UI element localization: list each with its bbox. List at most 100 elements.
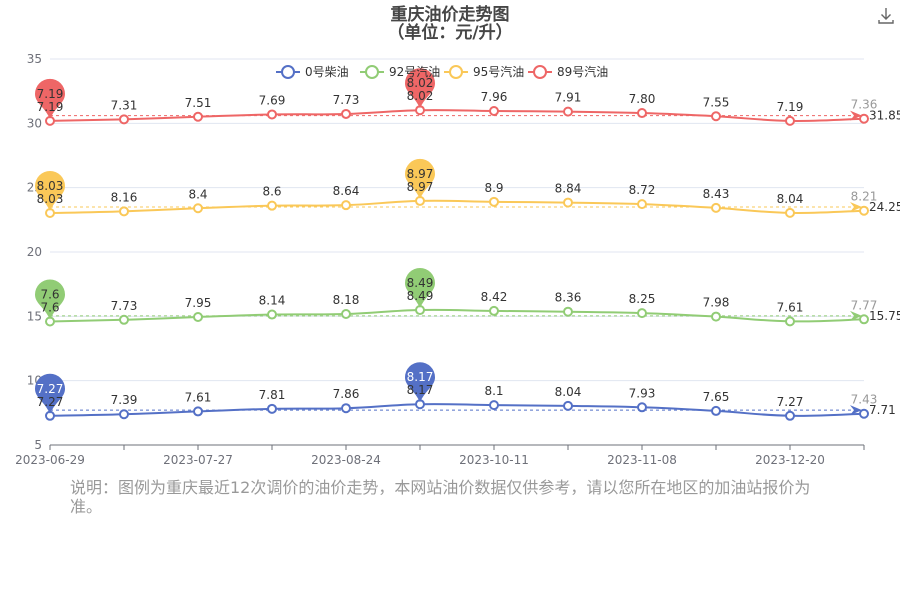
y-tick-label: 30 [27,116,42,130]
data-label: 8.25 [629,292,656,306]
data-label: 8.17 [407,383,434,397]
data-label: 7.19 [37,100,64,114]
data-point [489,196,499,207]
chart-subtitle: （单位：元/升） [387,22,512,43]
data-label: 7.61 [185,390,212,404]
x-tick-label: 2023-11-08 [607,453,677,467]
data-point [267,109,277,120]
x-tick-label: 2023-07-27 [163,453,233,467]
legend-item[interactable]: 92号汽油 [360,64,440,79]
data-point [267,200,277,211]
series [35,68,869,421]
data-point [563,106,573,117]
average-line-arrow [850,310,862,321]
data-point [637,402,647,413]
x-tick-label: 2023-08-24 [311,453,381,467]
download-icon[interactable] [876,6,896,26]
data-point [711,111,721,122]
data-point [341,108,351,119]
data-point [563,197,573,208]
data-label: 7.43 [851,393,878,407]
max-pin-label: 8.17 [407,370,434,384]
data-label: 7.31 [111,98,138,112]
data-point [859,408,869,419]
data-label: 7.73 [333,93,360,107]
data-point [119,409,129,420]
average-line-arrow [850,110,862,121]
data-point [193,203,203,214]
data-point [711,405,721,416]
data-label: 7.65 [703,390,730,404]
data-label: 7.93 [629,386,656,400]
data-point [637,108,647,119]
data-point [785,115,795,126]
y-tick-label: 35 [27,52,42,66]
data-point [341,200,351,211]
data-label: 7.95 [185,296,212,310]
data-label: 7.27 [37,395,64,409]
min-pin [35,373,65,414]
legend-item[interactable]: 89号汽油 [528,64,608,79]
data-point [859,113,869,124]
legend-item[interactable]: 95号汽油 [444,64,524,79]
average-label: 31.85 [869,109,900,123]
data-label: 8.18 [333,293,360,307]
average-line-arrow [850,405,862,416]
data-label: 7.39 [111,393,138,407]
data-label: 7.61 [777,300,804,314]
data-point [193,406,203,417]
data-label: 8.14 [259,294,286,308]
data-label: 7.51 [185,96,212,110]
average-label: 24.25 [869,200,900,214]
data-label: 8.1 [484,384,503,398]
data-label: 7.96 [481,90,508,104]
average-label: 15.75 [869,309,900,323]
y-tick-label: 15 [27,309,42,323]
data-label: 7.77 [851,298,878,312]
legend-label: 0号柴油 [305,65,349,79]
data-label: 8.04 [555,385,582,399]
data-point [563,400,573,411]
data-point [637,199,647,210]
data-label: 8.43 [703,187,730,201]
data-label: 8.04 [777,192,804,206]
data-point [859,314,869,325]
legend-item[interactable]: 0号柴油 [276,65,349,79]
data-label: 7.27 [777,395,804,409]
data-label: 8.16 [111,190,138,204]
min-pin-label: 7.19 [37,87,64,101]
series-line [49,199,865,215]
data-label: 8.84 [555,182,582,196]
data-label: 8.64 [333,184,360,198]
legend-marker [281,65,295,79]
data-label: 8.6 [262,185,281,199]
max-pin [405,362,435,403]
max-pin [405,68,435,109]
data-label: 8.97 [407,180,434,194]
data-label: 8.49 [407,289,434,303]
data-point [711,311,721,322]
data-label: 7.69 [259,93,286,107]
average-line-arrow [850,202,862,213]
data-label: 8.72 [629,183,656,197]
data-point [267,309,277,320]
legend-marker [449,65,463,79]
data-label: 7.91 [555,91,582,105]
data-label: 8.02 [407,89,434,103]
data-point [119,114,129,125]
data-label: 7.80 [629,92,656,106]
footnote: 说明：图例为重庆最近12次调价的油价走势，本网站油价数据仅供参考，请以您所在地区… [70,478,811,516]
chart-title: 重庆油价走势图 [391,4,510,25]
data-point [785,410,795,421]
data-point [193,111,203,122]
data-label: 7.36 [851,98,878,112]
legend-marker [365,65,379,79]
legend-marker [533,65,547,79]
series-line [49,109,865,122]
data-point [711,202,721,213]
legend[interactable]: 0号柴油 92号汽油 95号汽油 89号汽油 [276,64,608,79]
y-tick-label: 20 [27,245,42,259]
series-line [49,403,865,417]
min-pin [35,78,65,119]
